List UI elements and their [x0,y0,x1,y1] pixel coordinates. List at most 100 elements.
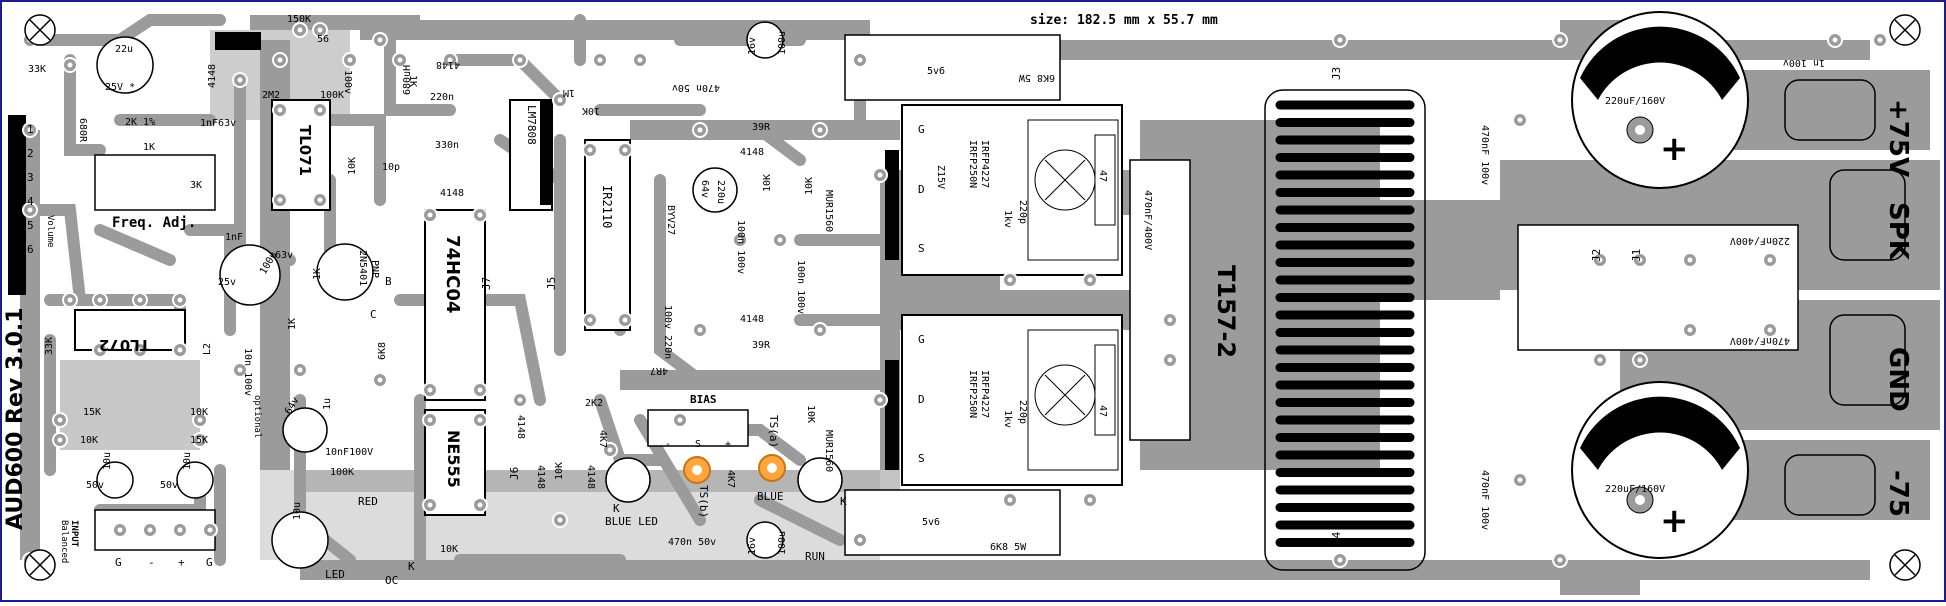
pad-hole [1597,357,1603,363]
part-value: + [725,439,731,450]
part-value: - [665,439,671,450]
part-value: 4K7 [725,470,736,488]
source-label: S [918,452,925,465]
volume-pin-label: 1 [27,123,34,136]
part-value: 150K [287,14,311,25]
part-value: 10nF100V [325,447,373,458]
freq-adj-label: Freq. Adj. [112,215,196,231]
gate-label: G [918,123,925,136]
pad-hole [317,197,323,203]
cap-220uf-top [1571,11,1749,189]
part-value: 220uF/160V [1605,96,1665,107]
part-value: 100v [342,70,353,94]
part-value: 100K [320,90,344,101]
red-label: RED [358,495,378,508]
ic-lm7808-label: LM7808 [525,105,538,145]
pad-hole [607,447,613,453]
part-value: 56 [317,34,329,45]
pad-hole [587,147,593,153]
part-value: 10K [80,435,98,446]
pad-hole [1337,37,1343,43]
part-value: 220nF/400V [1730,235,1790,246]
part-value: 50v [86,480,104,491]
bias-label: BIAS [690,393,717,406]
ic-tl072-label: TL072 [99,336,150,354]
part-value: IRFP4227 [979,370,990,418]
pad-hole [197,437,203,443]
part-value: 10u [292,502,303,520]
part-value: 4148 [436,59,460,70]
ic-tl071-label: TL071 [296,125,314,176]
part-value: 10u [102,452,113,470]
part-value: L2 [202,343,213,355]
size-note: size: 182.5 mm x 55.7 mm [1030,13,1218,28]
mounting-holes [24,14,1921,581]
j6-label: J6 [508,467,521,480]
optional-label: optional [252,395,262,438]
pad-hole [737,237,743,243]
pad-hole [697,327,703,333]
pad-hole [1767,257,1773,263]
part-value: 15K [190,435,208,446]
part-value: 25V * [105,82,135,93]
run-label: RUN [805,550,825,563]
pad-hole [1832,37,1838,43]
part-value: 470nF 100v [1479,470,1490,530]
c-label: C [370,308,377,321]
speaker-label: SPK [1883,202,1913,261]
pad-hole [147,527,153,533]
pad-hole [877,172,883,178]
part-value: 50v [160,480,178,491]
volume-pin-label: 4 [27,195,34,208]
blue-led-label: BLUE LED [605,515,658,528]
j4-label: J4 [1330,531,1343,545]
part-value: 5v6 [922,517,940,528]
part-value: 33K [28,64,46,75]
pad-hole [477,212,483,218]
pad-hole [67,62,73,68]
part-value: IRFP4227 [979,140,990,188]
k-label: K [613,502,620,515]
source-label: S [918,242,925,255]
pad-hole [427,387,433,393]
pad-hole [1557,37,1563,43]
part-value: 4148 [740,147,764,158]
part-value: 39R [752,122,771,133]
cap-polarity-marks: + + [1660,129,1689,541]
pad-hole [557,97,563,103]
ts-highlight-pads [683,454,786,484]
part-value: 10K [347,157,358,175]
pad-hole [1637,357,1643,363]
part-value: 10K [804,177,815,195]
part-value: 1nF [225,232,243,243]
j2-label: J2 [1590,249,1603,262]
gate-label: G [918,333,925,346]
part-value: 6K8 5W [1018,72,1055,83]
pad-hole [597,57,603,63]
input-sub-label: Balanced [59,520,69,563]
pad-hole [1007,277,1013,283]
part-value: 1n 100v [1783,57,1825,68]
pad-hole [1167,317,1173,323]
pad-hole [1877,37,1883,43]
j3-label: J3 [1330,67,1343,80]
ic-74hc04-label: 74HC04 [442,235,463,313]
part-value: 4148 [585,465,596,489]
part-values: 33K 680R 22u 25V * 4148 4148 150K 56 100… [28,14,1825,555]
part-value: S [695,439,701,450]
pad-hole [297,27,303,33]
led-label: LED [325,568,345,581]
part-value: Z15V [935,165,946,189]
pad-hole [1687,327,1693,333]
part-value: 220n [430,92,454,103]
part-value: 470nF 100v [1479,125,1490,185]
pad-hole [622,317,628,323]
part-value: 330n [435,140,459,151]
pad-hole [197,417,203,423]
pad-hole [517,57,523,63]
part-value: 100u [777,31,788,55]
pad-hole [1007,497,1013,503]
part-value: 1K [407,75,418,87]
part-value: 10K [440,544,458,555]
